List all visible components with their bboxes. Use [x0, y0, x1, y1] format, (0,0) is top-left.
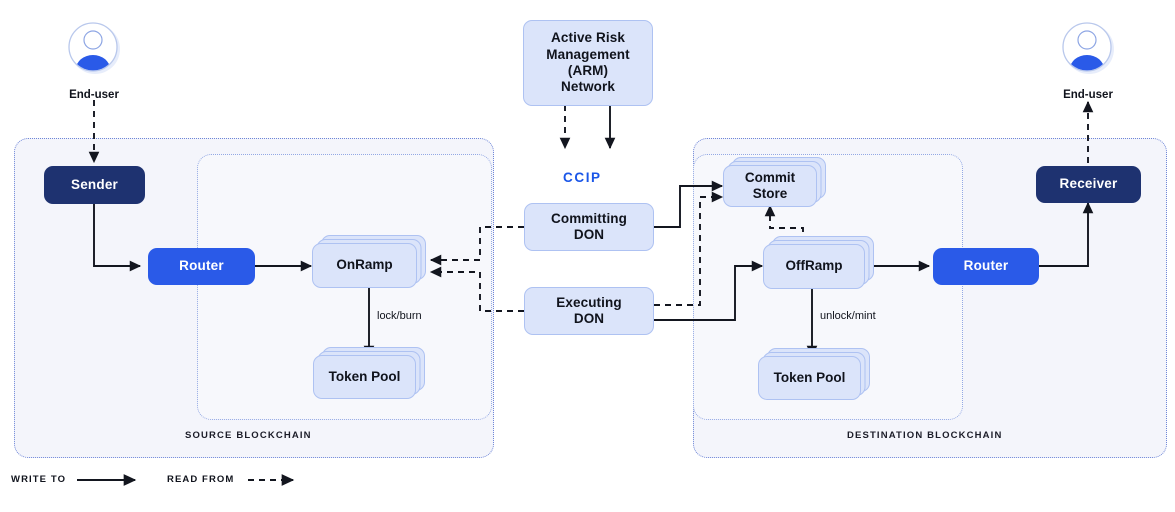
commit-store-line-2: Store — [752, 186, 788, 201]
node-committing-don[interactable]: Committing DON — [524, 203, 654, 251]
node-executing-don[interactable]: Executing DON — [524, 287, 654, 335]
node-token-pool-source[interactable]: Token Pool — [313, 347, 425, 399]
executing-don-line-1: Executing — [556, 294, 622, 310]
edge-executing-don-to-commitstore — [654, 191, 724, 306]
edge-label-unlock-mint: unlock/mint — [820, 310, 876, 322]
commit-store-face: Commit Store — [723, 165, 817, 207]
legend-label-write-to: WRITE TO — [11, 474, 67, 485]
edge-committing-don-to-commitstore — [654, 180, 724, 228]
edge-label-lock-burn: lock/burn — [377, 310, 422, 322]
arm-line-1: Active Risk — [551, 30, 625, 46]
committing-don-line-2: DON — [573, 227, 605, 242]
node-sender[interactable]: Sender — [44, 166, 145, 204]
user-avatar-icon — [1062, 22, 1114, 74]
ccip-label: CCIP — [563, 170, 602, 185]
edge-committing-don-to-onramp — [429, 226, 524, 266]
node-commit-store[interactable]: Commit Store — [723, 157, 826, 207]
region-label-destination: DESTINATION BLOCKCHAIN — [847, 430, 1003, 441]
avatar-enduser-sender — [66, 20, 122, 76]
edge-executing-don-to-offramp — [654, 260, 764, 321]
offramp-face: OffRamp — [763, 244, 865, 289]
node-receiver[interactable]: Receiver — [1036, 166, 1141, 203]
arm-line-3: (ARM) — [567, 63, 609, 78]
edge-sender-to-router — [93, 203, 142, 272]
edge-router-to-receiver — [1039, 201, 1094, 267]
token-pool-dest-face: Token Pool — [758, 356, 861, 400]
avatar-caption-sender: End-user — [69, 89, 119, 101]
arm-line-2: Management — [546, 46, 630, 62]
onramp-face: OnRamp — [312, 243, 417, 288]
region-label-source: SOURCE BLOCKCHAIN — [185, 430, 312, 441]
committing-don-line-1: Committing — [551, 210, 627, 226]
avatar-caption-receiver: End-user — [1063, 89, 1113, 101]
edge-executing-don-to-onramp — [429, 266, 524, 312]
edge-offramp-to-commitstore — [764, 204, 804, 243]
commit-store-line-1: Commit — [744, 169, 796, 185]
avatar-enduser-receiver — [1060, 20, 1116, 76]
node-router-source[interactable]: Router — [148, 248, 255, 285]
executing-don-line-2: DON — [573, 311, 605, 326]
arm-line-4: Network — [561, 79, 615, 95]
node-onramp[interactable]: OnRamp — [312, 235, 426, 288]
node-token-pool-dest[interactable]: Token Pool — [758, 348, 870, 400]
node-arm-network[interactable]: Active Risk Management (ARM) Network — [523, 20, 653, 106]
node-router-dest[interactable]: Router — [933, 248, 1039, 285]
user-avatar-icon — [68, 22, 120, 74]
node-offramp[interactable]: OffRamp — [763, 236, 874, 289]
token-pool-source-face: Token Pool — [313, 355, 416, 399]
legend-label-read-from: READ FROM — [167, 474, 235, 485]
